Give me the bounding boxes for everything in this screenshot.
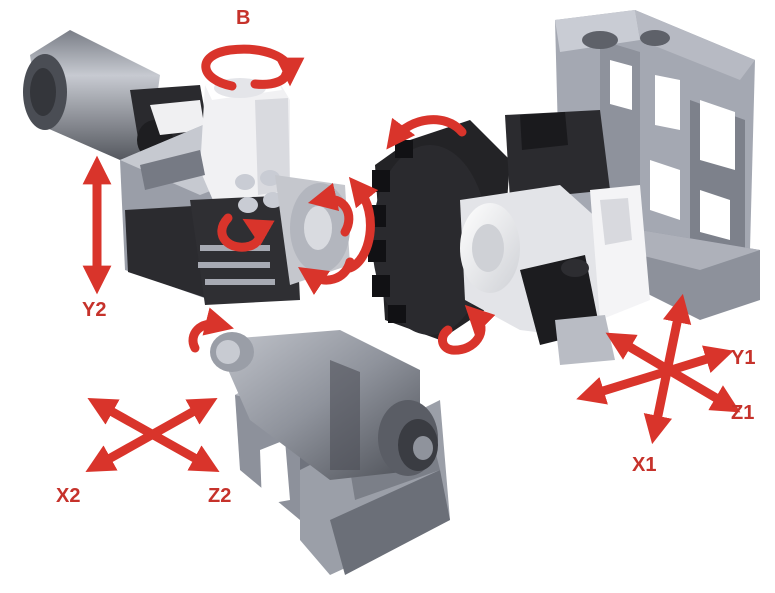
b-axis-head bbox=[120, 75, 350, 305]
z2-arrow bbox=[87, 397, 220, 473]
right-turret-rotation-arrow bbox=[386, 115, 467, 150]
b-rotation-arrow bbox=[201, 44, 305, 91]
motion-arrows bbox=[82, 44, 741, 473]
axis-label-y2: Y2 bbox=[82, 299, 107, 321]
turret-index-arrow bbox=[345, 176, 379, 273]
lower-sub-spindle bbox=[210, 330, 450, 575]
right-turret-lower-rotation-arrow bbox=[438, 304, 496, 355]
b-rotation-arrow-back bbox=[250, 69, 291, 89]
axis-label-z2: Z2 bbox=[208, 485, 232, 507]
axis-label-x2: X2 bbox=[56, 485, 81, 507]
tool-rotation-arrow-low bbox=[298, 257, 355, 295]
tool-rotation-arrow-left bbox=[217, 213, 275, 252]
right-turret-head bbox=[368, 110, 650, 365]
sub-spindle-rotation-arrow bbox=[188, 307, 234, 353]
tool-rotation-arrow-mid bbox=[307, 182, 354, 237]
axis-label-y1: Y1 bbox=[731, 347, 756, 369]
z1-arrow bbox=[605, 332, 741, 413]
axis-label-b: B bbox=[236, 7, 251, 29]
axis-label-z1: Z1 bbox=[731, 402, 755, 424]
axis-label-x1: X1 bbox=[632, 454, 657, 476]
